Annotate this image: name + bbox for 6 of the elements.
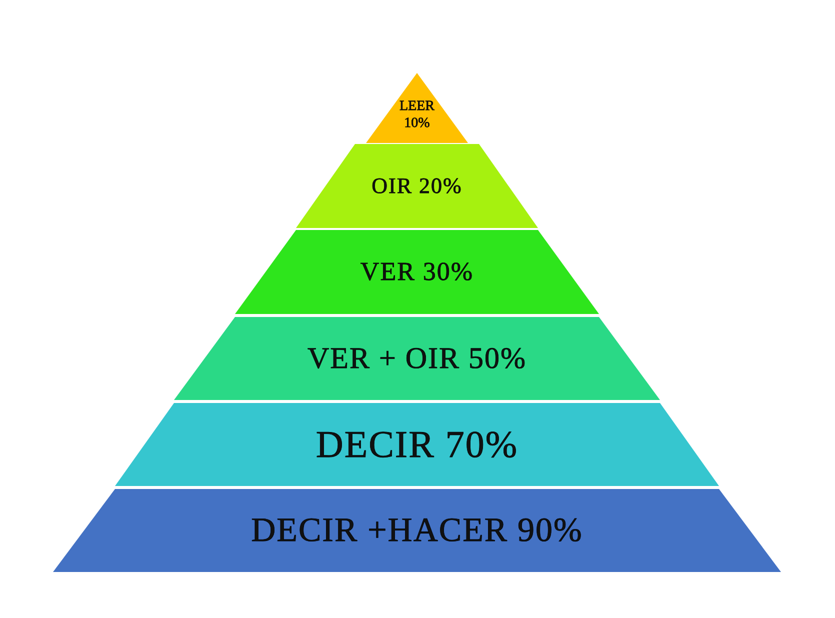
tier-label: LEER 10% [398,100,436,134]
tier-label: DECIR 70% [316,422,518,466]
tier-label: VER 30% [360,257,474,287]
tier-label: VER + OIR 50% [307,342,527,376]
tier-label: DECIR +HACER 90% [251,512,583,550]
tier-label: OIR 20% [372,173,462,199]
